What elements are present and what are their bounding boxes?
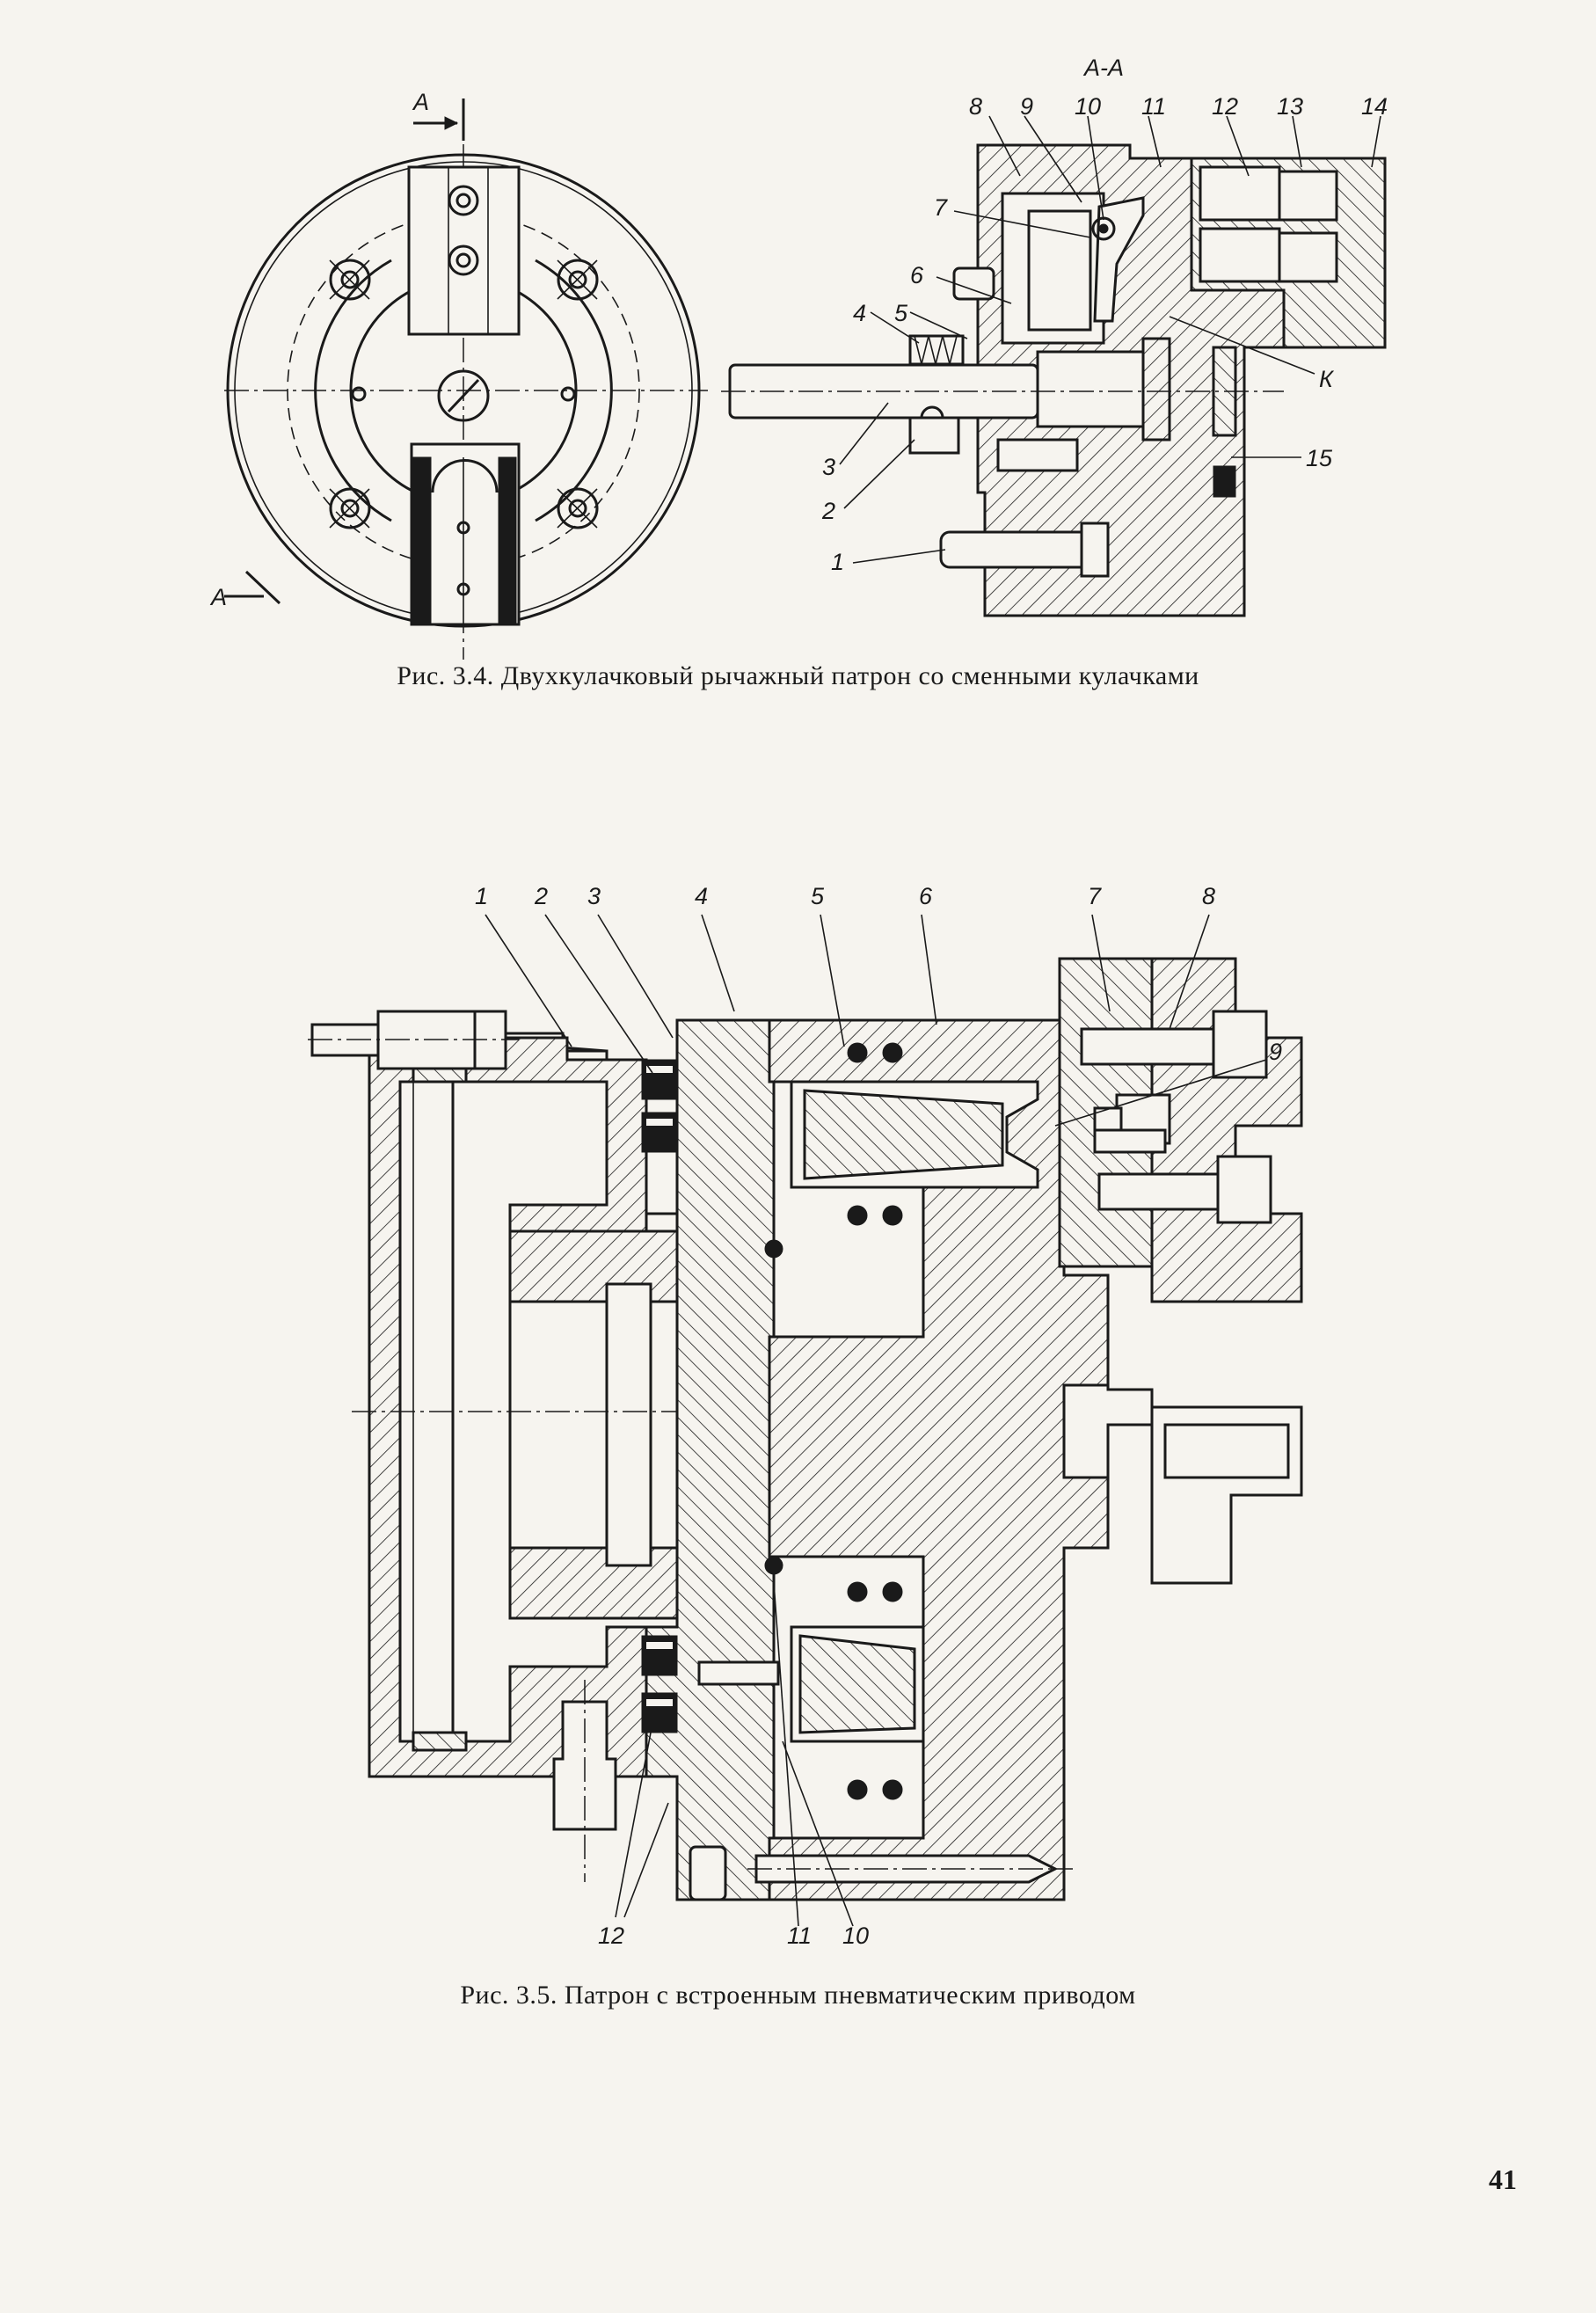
callout-label: 13 bbox=[1277, 93, 1303, 120]
callout-label: 7 bbox=[1088, 883, 1102, 909]
callout-label: 2 bbox=[534, 883, 548, 909]
callout-label: 3 bbox=[587, 883, 601, 909]
callout-label: 2 bbox=[821, 498, 835, 524]
figure-3-5-callouts: 1 2 3 4 5 6 7 8 9 12 11 10 bbox=[475, 883, 1282, 1949]
callout-label: 12 bbox=[598, 1923, 624, 1949]
callout-label: 6 bbox=[919, 883, 933, 909]
section-label: А-А bbox=[1082, 55, 1124, 81]
callout-label: 3 bbox=[822, 454, 835, 480]
figure-3-5-caption: Рис. 3.5. Патрон с встроенным пневматиче… bbox=[460, 1981, 1136, 2010]
callout-label: 1 bbox=[475, 883, 488, 909]
callout-label: 14 bbox=[1361, 93, 1388, 120]
figure-3-4-caption: Рис. 3.4. Двухкулачковый рычажный патрон… bbox=[397, 661, 1199, 690]
callout-label: 15 bbox=[1306, 445, 1333, 471]
callout-label: 1 bbox=[831, 549, 844, 575]
section-arrow-label-top: А bbox=[412, 89, 429, 115]
callout-label: 5 bbox=[894, 300, 908, 326]
callout-label: 4 bbox=[853, 300, 866, 326]
callout-label: 9 bbox=[1020, 93, 1033, 120]
callout-label: 11 bbox=[1141, 93, 1166, 120]
callout-label: 10 bbox=[1075, 93, 1101, 120]
page-number: 41 bbox=[1489, 2163, 1517, 2195]
callout-label: 6 bbox=[910, 262, 924, 288]
callout-label: К bbox=[1319, 366, 1335, 392]
callout-label: 8 bbox=[1202, 883, 1215, 909]
callout-label: 4 bbox=[695, 883, 708, 909]
callout-label: 12 bbox=[1212, 93, 1238, 120]
chuck-front-view: А А bbox=[209, 89, 708, 660]
callout-label: 7 bbox=[934, 194, 948, 221]
section-arrow-label-bottom: А bbox=[209, 584, 227, 610]
callout-label: 5 bbox=[811, 883, 825, 909]
callout-label: 11 bbox=[787, 1923, 812, 1949]
figure-3-4-callouts: 8 9 10 11 12 13 14 7 6 4 5 К 3 15 2 1 bbox=[821, 93, 1388, 575]
chuck-section-view: А-А bbox=[721, 55, 1387, 617]
figure-3-5-leaders bbox=[485, 914, 1267, 1927]
figure-3-4-drawing: А А А-А bbox=[209, 55, 1388, 660]
screw-icon bbox=[329, 259, 599, 529]
callout-label: 9 bbox=[1269, 1039, 1282, 1065]
bearing-icon bbox=[641, 1059, 678, 1733]
callout-label: 8 bbox=[969, 93, 982, 120]
figure-3-5-drawing: 1 2 3 4 5 6 7 8 9 12 11 10 bbox=[308, 883, 1303, 1949]
figure-3-4-leaders bbox=[839, 115, 1381, 564]
callout-label: 10 bbox=[842, 1923, 869, 1949]
